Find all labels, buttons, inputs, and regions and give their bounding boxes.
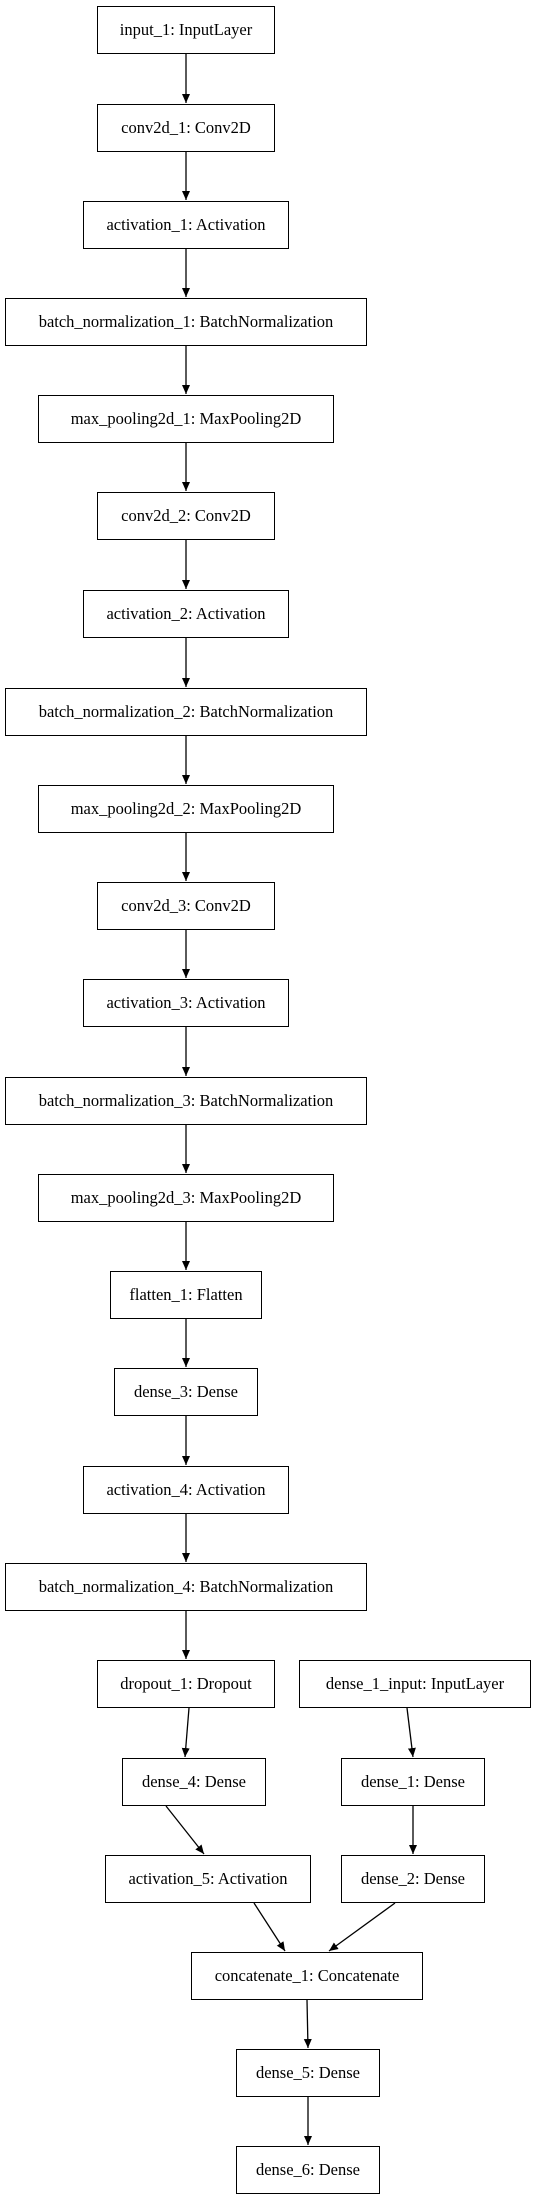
edge-n19-to-n21 xyxy=(406,1707,416,1758)
node-max-pooling2d-3: max_pooling2d_3: MaxPooling2D xyxy=(38,1174,334,1222)
edge-n23-to-n24 xyxy=(328,1902,396,1952)
node-activation-3: activation_3: Activation xyxy=(83,979,289,1027)
node-dense-1-input: dense_1_input: InputLayer xyxy=(299,1660,531,1708)
node-dense-2: dense_2: Dense xyxy=(341,1855,485,1903)
node-activation-4: activation_4: Activation xyxy=(83,1466,289,1514)
node-input-1: input_1: InputLayer xyxy=(97,6,275,54)
node-dense-1: dense_1: Dense xyxy=(341,1758,485,1806)
node-max-pooling2d-2: max_pooling2d_2: MaxPooling2D xyxy=(38,785,334,833)
node-batch-normalization-1: batch_normalization_1: BatchNormalizatio… xyxy=(5,298,367,346)
edge-n20-to-n22 xyxy=(165,1805,205,1855)
node-flatten-1: flatten_1: Flatten xyxy=(110,1271,262,1319)
edge-n24-to-n25 xyxy=(303,1999,312,2049)
node-dense-3: dense_3: Dense xyxy=(114,1368,258,1416)
node-activation-1: activation_1: Activation xyxy=(83,201,289,249)
node-dropout-1: dropout_1: Dropout xyxy=(97,1660,275,1708)
node-conv2d-1: conv2d_1: Conv2D xyxy=(97,104,275,152)
node-batch-normalization-3: batch_normalization_3: BatchNormalizatio… xyxy=(5,1077,367,1125)
node-batch-normalization-4: batch_normalization_4: BatchNormalizatio… xyxy=(5,1563,367,1611)
edge-n18-to-n20 xyxy=(181,1707,190,1758)
node-concatenate-1: concatenate_1: Concatenate xyxy=(191,1952,423,2000)
node-dense-6: dense_6: Dense xyxy=(236,2146,380,2194)
node-max-pooling2d-1: max_pooling2d_1: MaxPooling2D xyxy=(38,395,334,443)
node-conv2d-2: conv2d_2: Conv2D xyxy=(97,492,275,540)
node-dense-5: dense_5: Dense xyxy=(236,2049,380,2097)
node-dense-4: dense_4: Dense xyxy=(122,1758,266,1806)
node-batch-normalization-2: batch_normalization_2: BatchNormalizatio… xyxy=(5,688,367,736)
node-conv2d-3: conv2d_3: Conv2D xyxy=(97,882,275,930)
edge-n22-to-n24 xyxy=(253,1902,286,1952)
node-activation-5: activation_5: Activation xyxy=(105,1855,311,1903)
node-activation-2: activation_2: Activation xyxy=(83,590,289,638)
